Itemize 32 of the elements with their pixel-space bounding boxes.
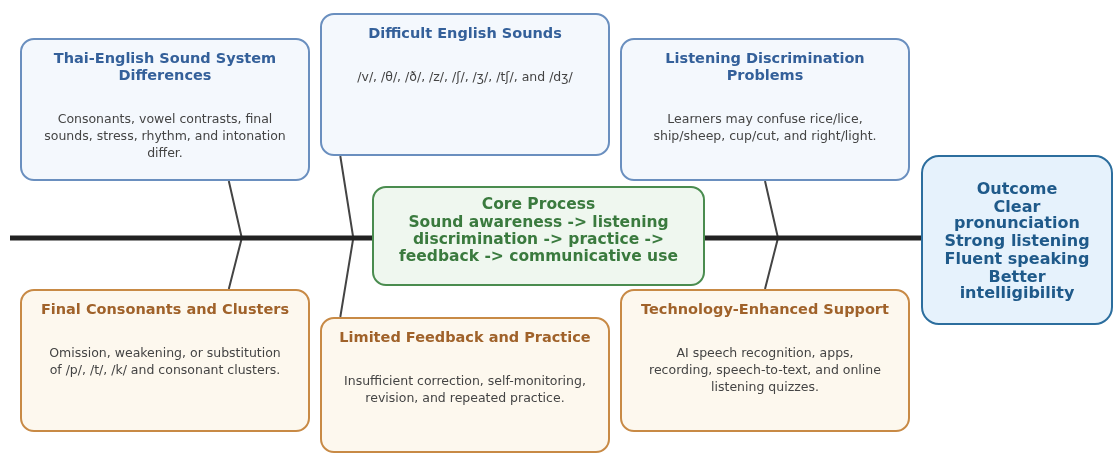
node-title: Final Consonants and Clusters — [39, 301, 291, 318]
node-text: Omission, weakening, or substitution of /p/, /t/, /k/ and consonant clusters. — [48, 344, 282, 378]
cause-box — [620, 289, 910, 432]
node-title: Core Process — [480, 196, 597, 213]
bone-line — [227, 180, 243, 290]
process-box — [372, 186, 705, 286]
bone-line — [339, 155, 355, 318]
node-text: Better intelligibility — [958, 269, 1076, 301]
node-title: Limited Feedback and Practice — [338, 329, 592, 346]
node-text: Consonants, vowel contrasts, final sounds, stress, rhythm, and intonation differ. — [43, 110, 287, 161]
node-text: /v/, /θ/, /ð/, /z/, /ʃ/, /ʒ/, /tʃ/, and /dʒ/ — [356, 68, 574, 85]
node-title: Listening Discrimination Problems — [664, 50, 866, 84]
outcome-box — [921, 155, 1113, 325]
cause-box — [620, 38, 910, 181]
node-text: Learners may confuse rice/lice, ship/sheep, cup/cut, and right/light. — [652, 110, 878, 144]
node-title: Thai-English Sound System Differences — [52, 50, 278, 84]
spine-line — [705, 235, 921, 241]
cause-box — [320, 13, 610, 156]
node-title: Technology-Enhanced Support — [640, 301, 890, 318]
node-text: Strong listening — [943, 233, 1091, 249]
node-text: Insufficient correction, self-monitoring, revision, and repeated practice. — [343, 372, 587, 406]
node-text: Fluent speaking — [943, 251, 1091, 267]
bone-line — [764, 180, 780, 290]
node-title: Difficult English Sounds — [367, 25, 563, 42]
spine-line — [10, 235, 372, 241]
node-title: Outcome — [975, 181, 1059, 197]
node-text: Clear pronunciation — [953, 199, 1081, 231]
cause-box — [20, 289, 310, 432]
cause-box — [20, 38, 310, 181]
node-text: AI speech recognition, apps, recording, speech-to-text, and online listening quizzes. — [648, 344, 882, 395]
cause-box — [320, 317, 610, 453]
node-text: Sound awareness -> listening discrimination -> practice -> feedback -> communicative use — [398, 214, 679, 265]
